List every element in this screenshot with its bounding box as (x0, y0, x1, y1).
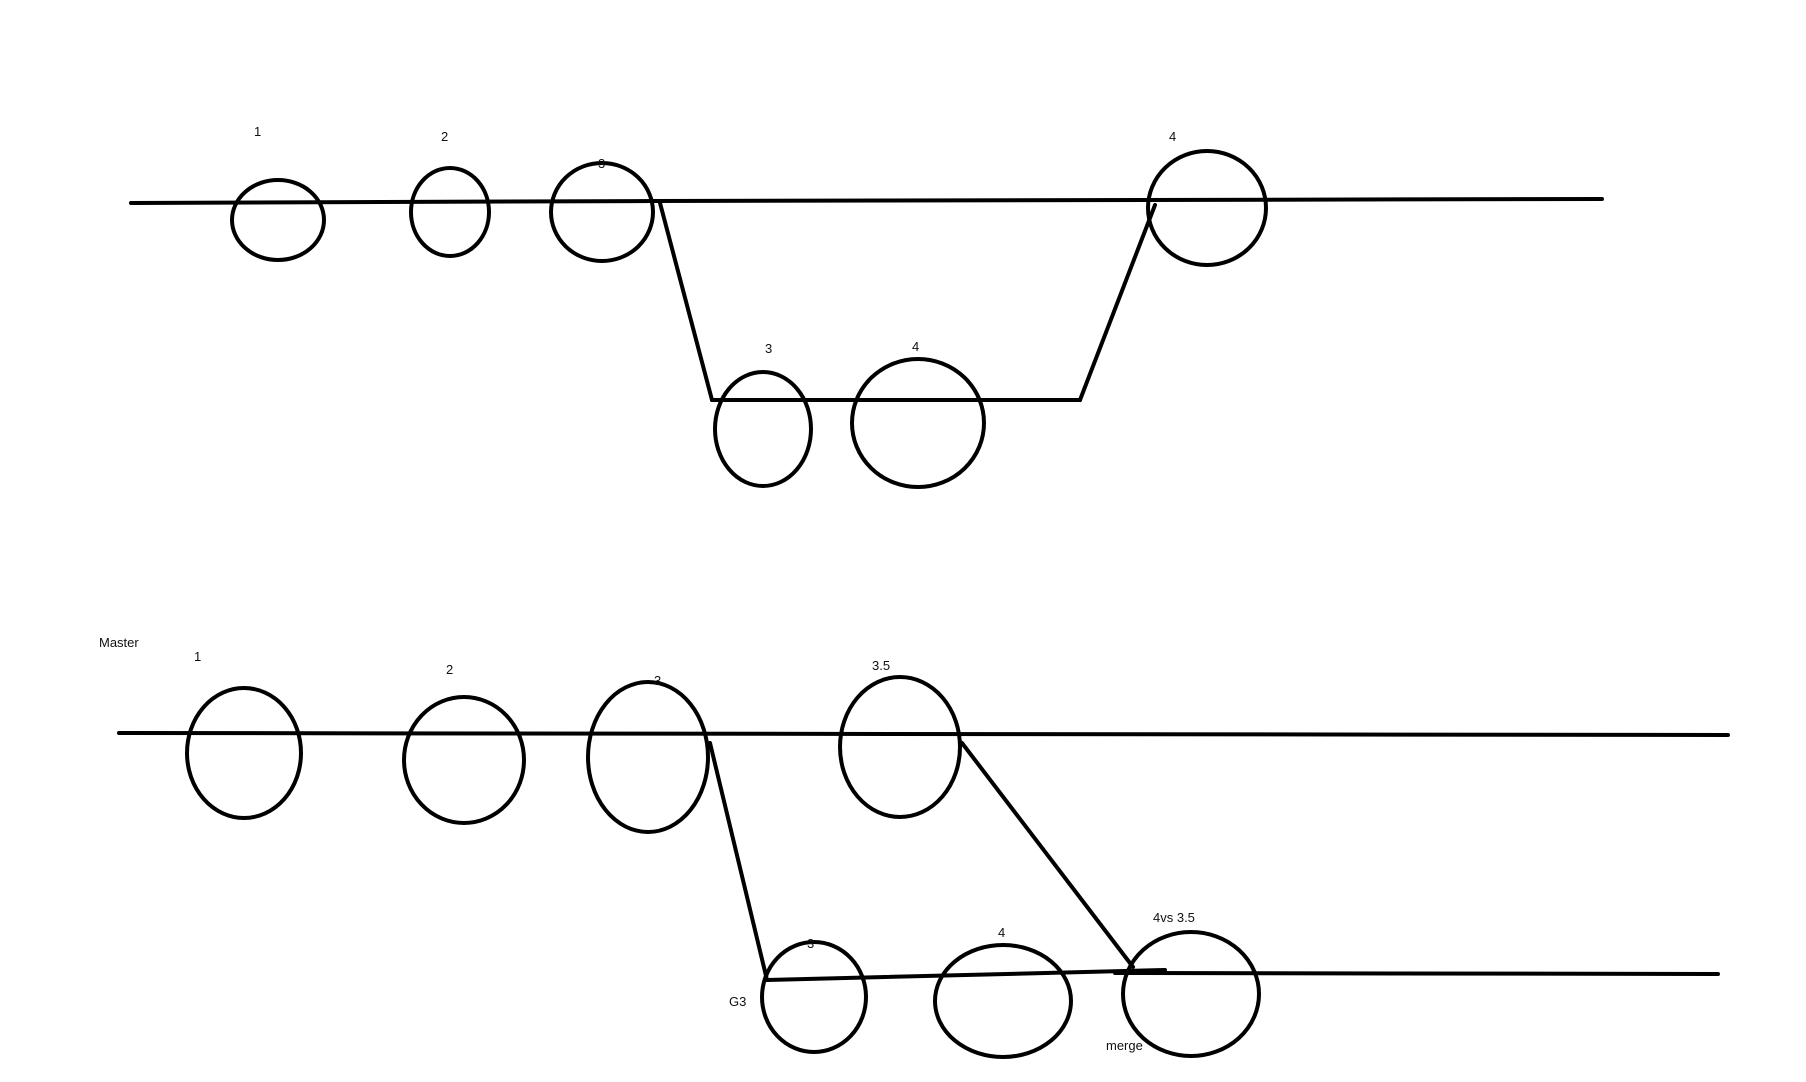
top-label-branch-3: 3 (765, 341, 772, 356)
bottom-branch-commit-3 (760, 940, 868, 1054)
top-branch-commit-3 (713, 370, 813, 488)
bottom-main-commit-3 (586, 680, 710, 834)
top-main-commit-1 (230, 178, 326, 262)
top-label-branch-4: 4 (912, 339, 919, 354)
bottom-main-commit-1 (185, 686, 303, 820)
top-label-main-4: 4 (1169, 129, 1176, 144)
top-main-commit-3 (549, 161, 655, 263)
bottom-label-main-3-5: 3.5 (872, 658, 890, 673)
bottom-label-branch-3: 3 (807, 936, 814, 951)
bottom-branch-commit-4 (933, 943, 1073, 1059)
bottom-diagram: Master 1 2 3 3.5 3 4 4vs 3.5 G3 merge (99, 635, 1730, 1059)
bottom-main-line (117, 731, 1730, 737)
bottom-label-merge: merge (1106, 1038, 1143, 1053)
top-main-line-left (129, 199, 657, 205)
top-label-main-1: 1 (254, 124, 261, 139)
bottom-label-branch-4: 4 (998, 925, 1005, 940)
bottom-label-merge-commit: 4vs 3.5 (1153, 910, 1195, 925)
bottom-branch-line (765, 968, 1167, 982)
top-main-line-right (653, 197, 1604, 203)
top-main-commit-4 (1146, 149, 1268, 267)
bottom-label-main-1: 1 (194, 649, 201, 664)
top-branch-out-line (658, 201, 714, 402)
bottom-label-master: Master (99, 635, 139, 650)
top-diagram: 1 2 3 4 3 4 (129, 124, 1604, 489)
bottom-main-commit-2 (402, 695, 526, 825)
top-label-main-3: 3 (598, 156, 605, 171)
top-branch-commit-4 (850, 357, 986, 489)
bottom-branch-continue-line (1113, 971, 1720, 976)
top-label-main-2: 2 (441, 129, 448, 144)
bottom-label-g3: G3 (729, 994, 746, 1009)
bottom-label-main-2: 2 (446, 662, 453, 677)
bottom-label-main-3: 3 (654, 673, 661, 688)
bottom-merge-commit (1121, 930, 1261, 1058)
top-main-commit-2 (409, 166, 491, 258)
top-branch-merge-line (1078, 203, 1157, 402)
bottom-branch-out-line (708, 741, 769, 982)
bottom-merge-in-line (960, 741, 1135, 969)
bottom-main-commit-3-5 (838, 675, 962, 819)
